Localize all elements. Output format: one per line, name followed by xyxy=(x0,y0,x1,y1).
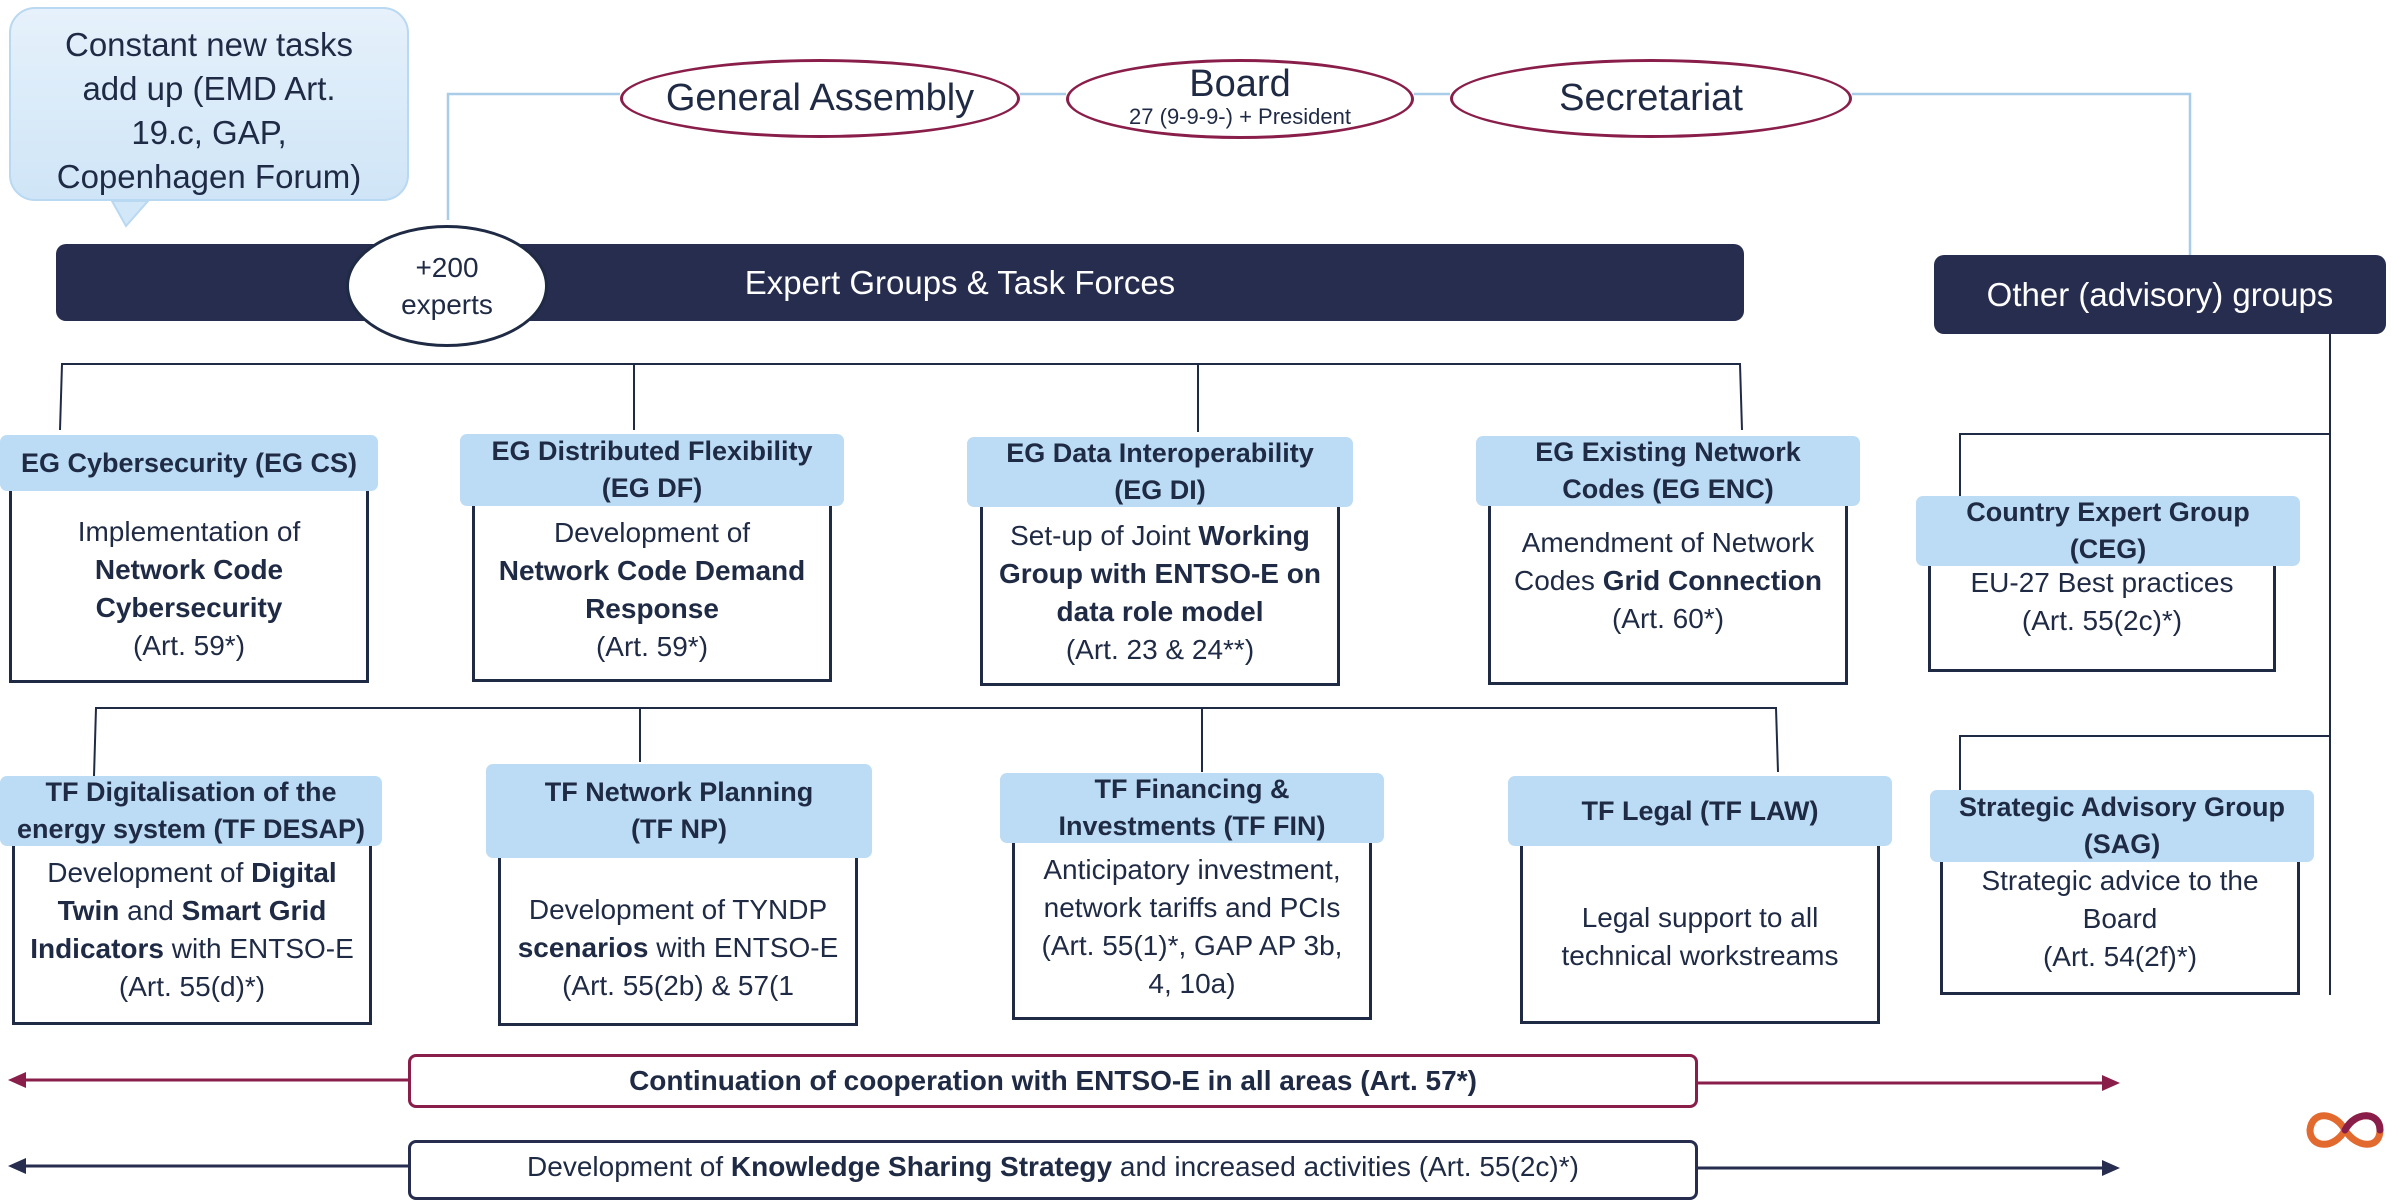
label-line: (CEG) xyxy=(2069,534,2147,564)
label-line: (SAG) xyxy=(2083,829,2161,859)
knowledge-text-post: and increased activities (Art. 55(2c)*) xyxy=(1112,1151,1579,1182)
eg-di-label: EG Data Interoperability (EG DI) xyxy=(967,437,1353,507)
board-node: Board 27 (9-9-9-) + President xyxy=(1066,59,1414,139)
desc-line: Group with ENTSO-E on xyxy=(999,557,1321,589)
label-line: EG Data Interoperability xyxy=(1006,438,1314,468)
label-line: EG Distributed Flexibility xyxy=(491,436,813,466)
desc-line: scenarios with ENTSO-E xyxy=(517,931,839,963)
desc-line: (Art. 55(2b) & 57(1 xyxy=(562,969,794,1001)
desc-line: Amendment of Network xyxy=(1521,527,1815,558)
desc-line: (Art. 55(d)*) xyxy=(118,971,266,1002)
desc-line: Network Code xyxy=(94,554,284,585)
experts-count: +200 xyxy=(415,252,479,283)
desc-line: Legal support to all xyxy=(1581,901,1819,933)
desc-line: Cybersecurity xyxy=(95,592,283,623)
eg-cs-label: EG Cybersecurity (EG CS) xyxy=(0,435,378,491)
callout-line: Constant new tasks xyxy=(65,26,353,63)
desc-line: Set-up of Joint Working xyxy=(1010,519,1310,551)
desc-line: Development of xyxy=(553,516,751,548)
label-line: EG Cybersecurity (EG CS) xyxy=(20,447,358,478)
desc-line: Network Code Demand xyxy=(498,554,806,586)
ceg-label: Country Expert Group (CEG) xyxy=(1916,496,2300,566)
tf-fin-description: Anticipatory investment, network tariffs … xyxy=(1012,842,1372,1020)
desc-line: Response xyxy=(585,592,719,624)
label-line: (EG DI) xyxy=(1114,475,1206,505)
callout-line: add up (EMD Art. xyxy=(82,70,336,107)
desc-line: technical workstreams xyxy=(1561,939,1839,971)
desc-line: (Art. 59*) xyxy=(132,630,246,661)
general-assembly-node: General Assembly xyxy=(620,59,1020,138)
tf-law-label: TF Legal (TF LAW) xyxy=(1508,776,1892,846)
board-subtitle: 27 (9-9-9-) + President xyxy=(1129,104,1351,129)
label-line: TF Network Planning xyxy=(544,777,814,807)
callout-line: 19.c, GAP, xyxy=(131,114,287,151)
desc-line: EU-27 Best practices xyxy=(1970,567,2234,598)
label-line: Strategic Advisory Group xyxy=(1958,792,2286,822)
tf-np-description: Development of TYNDP scenarios with ENTSO… xyxy=(498,856,858,1026)
desc-line: 4, 10a) xyxy=(1148,967,1236,999)
desc-line: Codes Grid Connection xyxy=(1513,565,1823,596)
experts-label: experts xyxy=(401,289,493,320)
label-line: energy system (TF DESAP) xyxy=(16,814,366,844)
expert-groups-bar: Expert Groups & Task Forces xyxy=(56,244,1744,321)
desc-line: Development of Digital xyxy=(47,857,337,888)
desc-line: Anticipatory investment, xyxy=(1043,853,1341,885)
desc-line: network tariffs and PCIs xyxy=(1043,891,1341,923)
label-line: TF Digitalisation of the xyxy=(45,777,337,807)
tf-desap-label: TF Digitalisation of the energy system (T… xyxy=(0,776,382,846)
desc-line: Strategic advice to the xyxy=(1981,865,2259,896)
knowledge-text-bold: Knowledge Sharing Strategy xyxy=(730,1151,1113,1182)
desc-line: Twin and Smart Grid xyxy=(57,895,327,926)
eg-df-label: EG Distributed Flexibility (EG DF) xyxy=(460,434,844,506)
knowledge-sharing-banner: Development of Knowledge Sharing Strateg… xyxy=(408,1140,1698,1200)
desc-line: Implementation of xyxy=(77,516,301,547)
desc-line: Development of TYNDP xyxy=(528,893,828,925)
desc-line: (Art. 55(2c)*) xyxy=(2021,605,2183,636)
label-line: Country Expert Group xyxy=(1966,497,2250,527)
label-line: (EG DF) xyxy=(601,473,703,503)
label-line: TF Legal (TF LAW) xyxy=(1581,795,1819,826)
tf-np-label: TF Network Planning (TF NP) xyxy=(486,764,872,858)
desc-line: (Art. 23 & 24**) xyxy=(1065,633,1255,665)
label-line: TF Financing & xyxy=(1094,774,1290,804)
secretariat-node: Secretariat xyxy=(1450,59,1852,138)
desc-line: Indicators with ENTSO-E xyxy=(30,933,354,964)
knowledge-text-pre: Development of xyxy=(527,1151,731,1182)
label-line: (TF NP) xyxy=(631,814,727,844)
cooperation-banner: Continuation of cooperation with ENTSO-E… xyxy=(408,1054,1698,1108)
tf-fin-label: TF Financing & Investments (TF FIN) xyxy=(1000,773,1384,843)
label-line: Investments (TF FIN) xyxy=(1058,811,1326,841)
ceg-description: EU-27 Best practices (Art. 55(2c)*) xyxy=(1928,564,2276,672)
desc-line: (Art. 59*) xyxy=(595,630,709,662)
new-tasks-callout: Constant new tasks add up (EMD Art. 19.c… xyxy=(9,7,409,201)
board-title: Board xyxy=(1189,63,1291,105)
desc-line: (Art. 55(1)*, GAP AP 3b, xyxy=(1041,929,1343,961)
sag-label: Strategic Advisory Group (SAG) xyxy=(1930,790,2314,862)
desc-line: (Art. 54(2f)*) xyxy=(2042,941,2198,972)
experts-count-badge: +200 experts xyxy=(346,225,548,347)
desc-line: Board xyxy=(2082,903,2158,934)
callout-line: Copenhagen Forum) xyxy=(56,158,362,195)
desc-line: data role model xyxy=(1056,595,1264,627)
expert-groups-title: Expert Groups & Task Forces xyxy=(744,264,1176,301)
infinity-logo-icon xyxy=(2306,1112,2384,1148)
label-line: Codes (EG ENC) xyxy=(1562,474,1774,504)
desc-line: (Art. 60*) xyxy=(1611,603,1725,634)
label-line: EG Existing Network xyxy=(1535,437,1801,467)
tf-law-description: Legal support to all technical workstream… xyxy=(1520,846,1880,1024)
other-advisory-groups-bar: Other (advisory) groups xyxy=(1934,255,2386,334)
